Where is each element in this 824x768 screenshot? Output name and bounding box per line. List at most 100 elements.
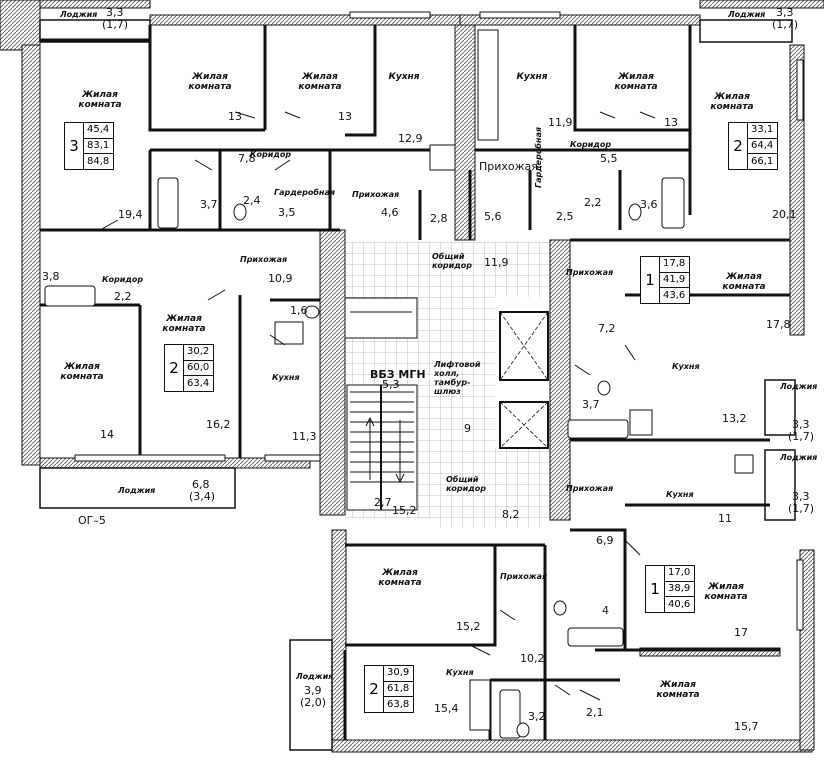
total-with-loggia: 43,6 [663, 289, 686, 301]
room-name: Гардеробная [274, 188, 335, 197]
room-name: Кухня [516, 72, 548, 82]
bathroom-fixtures [44, 177, 685, 739]
area-value: 15,2 [392, 504, 417, 517]
room-area: 19,4 [118, 208, 143, 221]
total-with-loggia: 84,8 [87, 155, 110, 167]
room-name: Жилая комната [710, 92, 754, 112]
room-name: Общий коридор [432, 252, 472, 270]
room-area: 12,9 [398, 132, 423, 145]
loggia-area: 6,8 [192, 478, 210, 491]
room-area: 13 [664, 116, 678, 129]
room-area: 10,9 [268, 272, 293, 285]
loggia-name: Лоджия [780, 453, 818, 462]
room-area: 2,2 [114, 290, 132, 303]
area-value: 9 [464, 422, 471, 435]
room-area: 20,1 [772, 208, 797, 221]
room-name: Кухня [272, 373, 300, 382]
total-area: 61,8 [384, 682, 413, 698]
room-name: Кухня [666, 490, 694, 499]
loggia-name: Лоджия [118, 486, 156, 495]
room-name: Кухня [388, 72, 420, 82]
room-name: Прихожая [566, 268, 614, 277]
area-value: 1,6 [290, 304, 308, 317]
total-area: 38,9 [665, 582, 694, 598]
room-name: Коридор [570, 140, 612, 149]
room-area: 16,2 [206, 418, 231, 431]
area-value: 3,7 [200, 198, 218, 211]
area-value: 3,6 [640, 198, 658, 211]
room-area: 6,9 [596, 534, 614, 547]
total-area: 64,4 [748, 139, 777, 155]
room-name: Жилая комната [188, 72, 232, 92]
room-area: 4,6 [381, 206, 399, 219]
rooms-count: 3 [65, 123, 84, 169]
living-area: 17,8 [660, 257, 689, 273]
room-name: Коридор [250, 150, 292, 159]
loggia-area: 3,3 [792, 418, 810, 431]
room-area: 14 [100, 428, 114, 441]
loggia-area: 3,3 [776, 6, 794, 19]
loggia-area-reduced: (3,4) [189, 490, 216, 503]
room-area: 15,7 [734, 720, 759, 733]
area-value: 3,2 [528, 710, 546, 723]
room-name: Гардеробная [534, 127, 543, 188]
room-name: Кухня [446, 668, 474, 677]
room-name: Прихожая [566, 484, 614, 493]
room-name: Прихожая [500, 572, 548, 581]
room-name: Общий коридор [446, 475, 486, 493]
living-area: 30,2 [184, 345, 213, 361]
room-name: Жилая комната [298, 72, 342, 92]
room-area: 5,3 [382, 378, 400, 391]
room-area: 15,2 [456, 620, 481, 633]
room-name: Прихожая [240, 255, 288, 264]
loggia-area-reduced: (1,7) [102, 18, 129, 31]
room-name: Жилая комната [60, 362, 104, 382]
loggia-name: Лоджия [296, 672, 334, 681]
loggia-area: 3,3 [792, 490, 810, 503]
living-area: 30,9 [384, 666, 413, 682]
interior-walls [40, 25, 790, 740]
room-name: Кухня [672, 362, 700, 371]
stairwell [344, 297, 418, 511]
room-area: 17 [734, 626, 748, 639]
rooms-count: 2 [165, 345, 184, 391]
room-name: Прихожая [352, 190, 400, 199]
room-area: 3,5 [278, 206, 296, 219]
room-area: 13,2 [722, 412, 747, 425]
room-name: Жилая комната [722, 272, 766, 292]
loggia-name: Лоджия [780, 382, 818, 391]
room-area: 2,5 [556, 210, 574, 223]
loggia-area-reduced: (2,0) [300, 696, 327, 709]
windows [74, 11, 804, 631]
kitchen-fixtures [274, 29, 754, 731]
room-name: Жилая комната [656, 680, 700, 700]
living-area: 33,1 [748, 123, 777, 139]
loggia-name: Лоджия [728, 10, 766, 19]
room-name: Лифтовой холл, тамбур-шлюз [434, 360, 481, 396]
room-area: 11 [718, 512, 732, 525]
hall-label: Прихожая [479, 160, 538, 173]
room-area: 8,2 [502, 508, 520, 521]
room-area: 11,9 [548, 116, 573, 129]
loggias [39, 19, 796, 751]
area-value: 2,7 [374, 496, 392, 509]
room-area: 11,9 [484, 256, 509, 269]
room-area: 5,5 [600, 152, 618, 165]
total-area: 41,9 [660, 273, 689, 289]
loggia-area-reduced: (1,7) [772, 18, 799, 31]
room-name: Жилая комната [614, 72, 658, 92]
loggia-area: 3,9 [304, 684, 322, 697]
lift-shafts [499, 311, 549, 449]
rooms-count: 1 [646, 566, 665, 612]
area-value: 2,4 [243, 194, 261, 207]
room-name: Жилая комната [704, 582, 748, 602]
living-area: 17,0 [665, 566, 694, 582]
stair-label: ВБЗ МГН [370, 368, 426, 381]
